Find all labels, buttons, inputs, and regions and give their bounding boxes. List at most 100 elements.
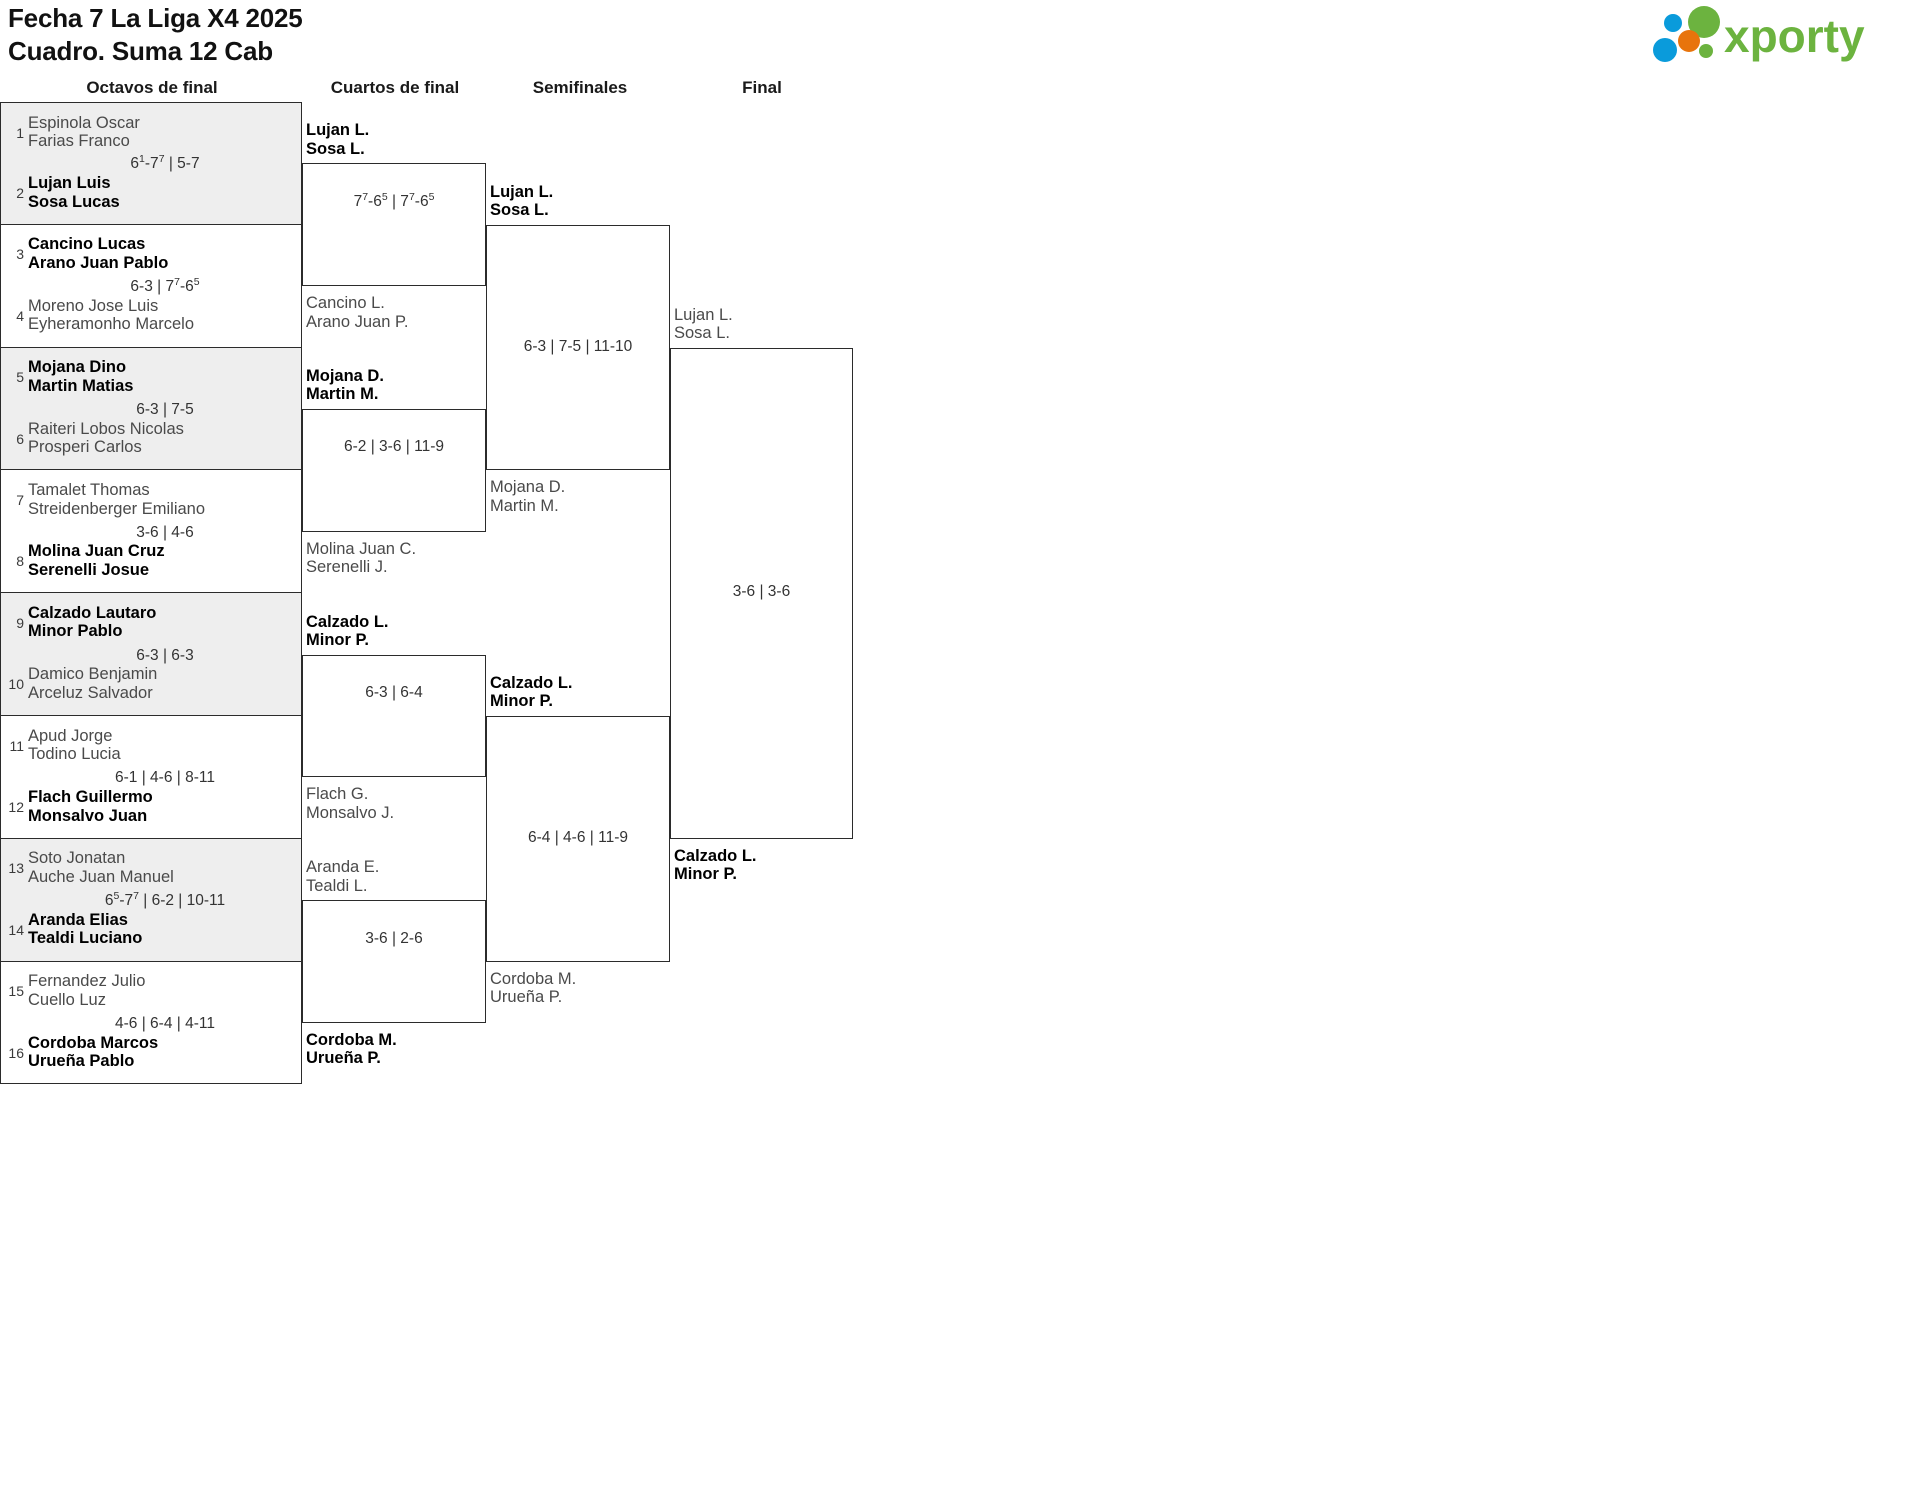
player-name-2: Prosperi Carlos: [28, 438, 142, 457]
seed-number: 2: [16, 185, 24, 202]
player-name-2: Monsalvo J.: [306, 803, 395, 822]
seed-number: 8: [16, 553, 24, 570]
round3-entrant: Mojana D.Martin M.: [490, 478, 565, 515]
round3-connector-box: [486, 224, 670, 471]
player-name-1: Mojana Dino: [28, 358, 127, 377]
round1-score: 4-6 | 6-4 | 4-11: [115, 1015, 215, 1032]
player-name-2: Minor P.: [306, 631, 369, 650]
player-name-2: Martin M.: [306, 385, 379, 404]
player-name-1: Mojana D.: [306, 367, 384, 385]
page-title: Fecha 7 La Liga X4 2025 Cuadro. Suma 12 …: [8, 2, 303, 67]
xporty-logo-svg: xporty: [1653, 6, 1865, 62]
player-name-2: Tealdi Luciano: [28, 929, 143, 948]
final-entrant-winner: Calzado L.Minor P.: [674, 847, 757, 884]
player-name-1: Cordoba Marcos: [28, 1033, 159, 1052]
player-name-1: Cordoba M.: [490, 969, 577, 988]
player-name-2: Serenelli Josue: [28, 560, 150, 579]
player-name-2: Martin Matias: [28, 376, 134, 395]
round-heading-final: Final: [742, 78, 782, 97]
player-name-2: Arano Juan Pablo: [28, 253, 169, 272]
seed-number: 14: [8, 921, 24, 938]
title-line-2: Cuadro. Suma 12 Cab: [8, 35, 273, 66]
player-name-2: Arceluz Salvador: [28, 683, 153, 702]
player-name-2: Minor Pablo: [28, 622, 123, 641]
player-name-1: Soto Jonatan: [28, 849, 126, 868]
logo-dot-orange: [1678, 30, 1700, 52]
round3-entrant: Cordoba M.Urueña P.: [490, 970, 576, 1007]
final-score: 3-6 | 3-6: [732, 583, 791, 601]
seed-number: 1: [16, 124, 24, 141]
round1-score: 6-3 | 7-5: [136, 401, 194, 418]
player-name-1: Molina Juan Cruz: [28, 542, 165, 561]
player-name-1: Raiteri Lobos Nicolas: [28, 419, 184, 438]
player-name-1: Calzado L.: [490, 674, 573, 692]
seed-number: 4: [16, 307, 24, 324]
player-name-2: Sosa L.: [490, 201, 549, 220]
round2-connector-box: [302, 409, 486, 532]
round2-entrant-winner: Lujan L.Sosa L.: [306, 121, 369, 158]
player-name-2: Minor P.: [674, 865, 737, 884]
seed-number: 10: [8, 676, 24, 693]
round3-entrant-winner: Calzado L.Minor P.: [490, 674, 573, 711]
player-name-1: Lujan L.: [306, 121, 370, 140]
round1-score: 65-77 | 6-2 | 10-11: [104, 890, 226, 910]
round2-connector-box: [302, 900, 486, 1023]
player-name-2: Monsalvo Juan: [28, 806, 148, 825]
player-name-2: Sosa L.: [674, 324, 730, 343]
player-name-1: Cordoba M.: [306, 1031, 397, 1049]
round3-connector-box: [486, 716, 670, 962]
player-name-1: Lujan L.: [490, 182, 554, 201]
seed-number: 12: [8, 799, 24, 816]
final-connector-box: [670, 347, 853, 839]
player-name-1: Flach Guillermo: [28, 788, 153, 807]
seed-number: 11: [9, 737, 24, 754]
player-name-1: Cancino Lucas: [28, 235, 146, 254]
round2-score: 3-6 | 2-6: [365, 929, 423, 947]
xporty-logo: xporty: [1646, 4, 1906, 64]
player-name-1: Aranda E.: [306, 858, 380, 877]
round1-score: 6-3 | 77-65: [130, 276, 200, 296]
player-name-2: Eyheramonho Marcelo: [28, 315, 194, 334]
logo-dot-green-large: [1688, 6, 1720, 38]
round2-entrant: Aranda E.Tealdi L.: [306, 858, 379, 895]
round2-score: 77-65 | 77-65: [353, 190, 435, 210]
player-name-1: Espinola Oscar: [28, 113, 140, 132]
player-name-2: Sosa Lucas: [28, 192, 120, 211]
round2-entrant: Cancino L.Arano Juan P.: [306, 294, 408, 331]
round2-entrant-winner: Calzado L.Minor P.: [306, 613, 389, 650]
player-name-1: Lujan Luis: [28, 174, 111, 193]
round2-entrant-winner: Cordoba M.Urueña P.: [306, 1031, 397, 1068]
player-name-1: Mojana D.: [490, 478, 566, 497]
player-name-1: Apud Jorge: [28, 726, 113, 745]
player-name-2: Urueña Pablo: [28, 1052, 135, 1071]
player-name-2: Cuello Luz: [28, 990, 106, 1009]
player-name-2: Minor P.: [490, 692, 553, 711]
round2-entrant: Molina Juan C.Serenelli J.: [306, 540, 416, 577]
seed-number: 16: [8, 1044, 24, 1061]
round-heading-octavos: Octavos de final: [86, 78, 218, 97]
logo-wordmark: xporty: [1724, 10, 1865, 62]
